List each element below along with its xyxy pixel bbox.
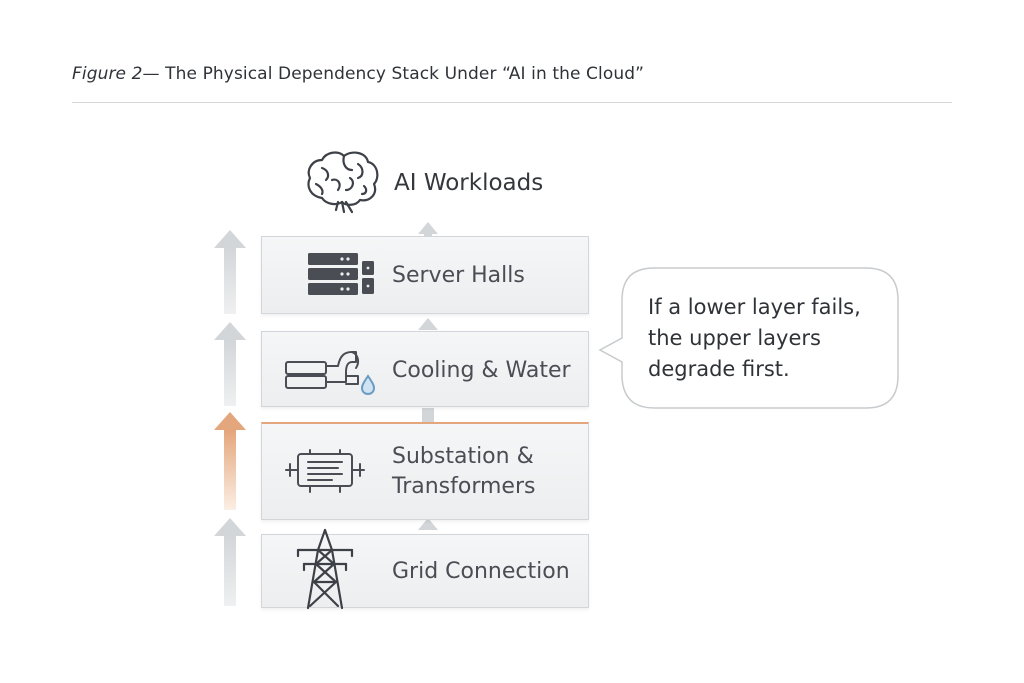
layer-server-halls: Server Halls (261, 236, 589, 314)
side-arrow-4 (214, 518, 246, 606)
callout-line-1: If a lower layer fails, (648, 295, 861, 319)
figure-title: — The Physical Dependency Stack Under “A… (142, 64, 645, 84)
caption-divider (72, 102, 952, 103)
figure-caption: Figure 2— The Physical Dependency Stack … (72, 64, 644, 84)
layer-label-line-1: Substation & (392, 444, 534, 469)
layer-label: Server Halls (392, 263, 525, 288)
callout-bubble-shape (598, 267, 899, 409)
cooling-pipe-water-drop-icon (285, 351, 376, 396)
side-arrow-2 (214, 322, 246, 406)
layer-substation-transformers: Substation & Transformers (261, 422, 589, 520)
callout-line-2: the upper layers (648, 326, 821, 350)
ai-workloads-label: AI Workloads (394, 170, 544, 196)
callout-line-3: degrade first. (648, 357, 790, 381)
figure-label: Figure 2 (72, 64, 143, 84)
side-upward-arrows (214, 230, 246, 606)
brain-icon (307, 151, 379, 214)
layer-label: Substation & Transformers (392, 442, 535, 502)
server-rack-icon (308, 253, 374, 295)
ai-workloads-heading: AI Workloads (302, 148, 602, 218)
side-arrow-1 (214, 230, 246, 314)
transmission-tower-icon (296, 528, 354, 610)
callout-bubble: If a lower layer fails, the upper layers… (596, 266, 902, 410)
layer-label: Cooling & Water (392, 358, 571, 383)
layer-label: Grid Connection (392, 559, 570, 584)
callout-text: If a lower layer fails, the upper layers… (648, 292, 861, 385)
transformer-icon (285, 449, 365, 493)
side-arrow-highlight (214, 412, 246, 510)
layer-label-line-2: Transformers (392, 474, 536, 499)
layer-grid-connection: Grid Connection (261, 534, 589, 608)
layer-cooling-water: Cooling & Water (261, 331, 589, 407)
